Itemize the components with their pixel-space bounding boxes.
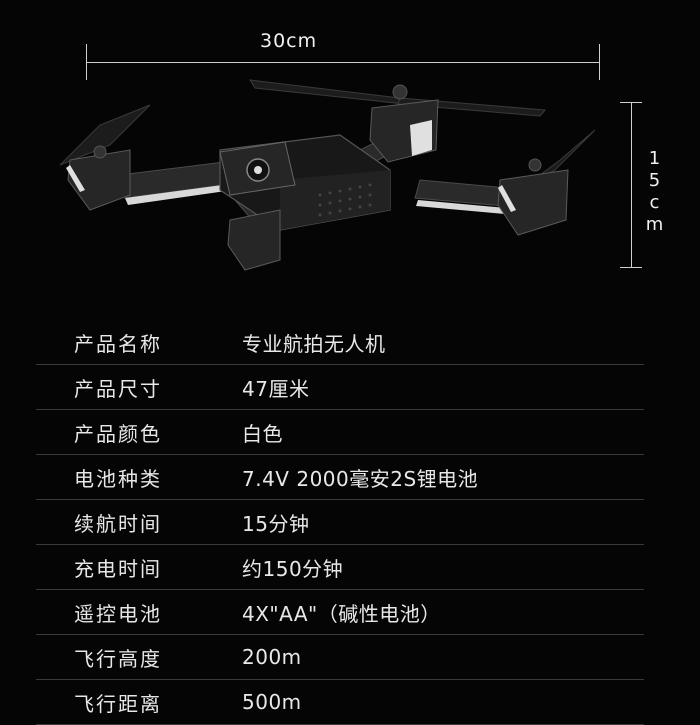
drone-image [59, 79, 596, 271]
spec-row: 续航时间 15分钟 [36, 500, 644, 545]
height-dimension-label: 15cm [644, 148, 665, 236]
spec-value: 200m [242, 645, 302, 669]
spec-row: 飞行高度 200m [36, 635, 644, 680]
spec-value: 47厘米 [242, 376, 310, 401]
spec-value: 4X"AA"（碱性电池） [242, 601, 441, 626]
spec-value: 专业航拍无人机 [242, 331, 386, 356]
spec-row: 飞行距离 500m [36, 680, 644, 725]
spec-row: 产品名称 专业航拍无人机 [36, 320, 644, 365]
spec-label: 充电时间 [74, 556, 162, 581]
spec-label: 电池种类 [74, 466, 162, 491]
spec-table: 产品名称 专业航拍无人机 产品尺寸 47厘米 产品颜色 白色 电池种类 7.4V… [36, 320, 644, 725]
spec-row: 遥控电池 4X"AA"（碱性电池） [36, 590, 644, 635]
spec-label: 续航时间 [74, 511, 162, 536]
spec-value: 白色 [242, 421, 283, 446]
spec-row: 产品尺寸 47厘米 [36, 365, 644, 410]
spec-label: 产品名称 [74, 331, 162, 356]
spec-label: 飞行高度 [74, 646, 162, 671]
spec-value: 15分钟 [242, 511, 310, 536]
spec-value: 约150分钟 [242, 556, 344, 581]
spec-label: 产品颜色 [74, 421, 162, 446]
width-dimension-label: 30cm [260, 30, 318, 52]
spec-value: 500m [242, 690, 302, 714]
width-dimension-line [86, 44, 600, 80]
height-dimension-line [620, 102, 642, 268]
spec-label: 飞行距离 [74, 691, 162, 716]
spec-label: 产品尺寸 [74, 376, 162, 401]
spec-row: 产品颜色 白色 [36, 410, 644, 455]
spec-value: 7.4V 2000毫安2S锂电池 [242, 466, 479, 491]
spec-label: 遥控电池 [74, 601, 162, 626]
spec-row: 电池种类 7.4V 2000毫安2S锂电池 [36, 455, 644, 500]
spec-row: 充电时间 约150分钟 [36, 545, 644, 590]
